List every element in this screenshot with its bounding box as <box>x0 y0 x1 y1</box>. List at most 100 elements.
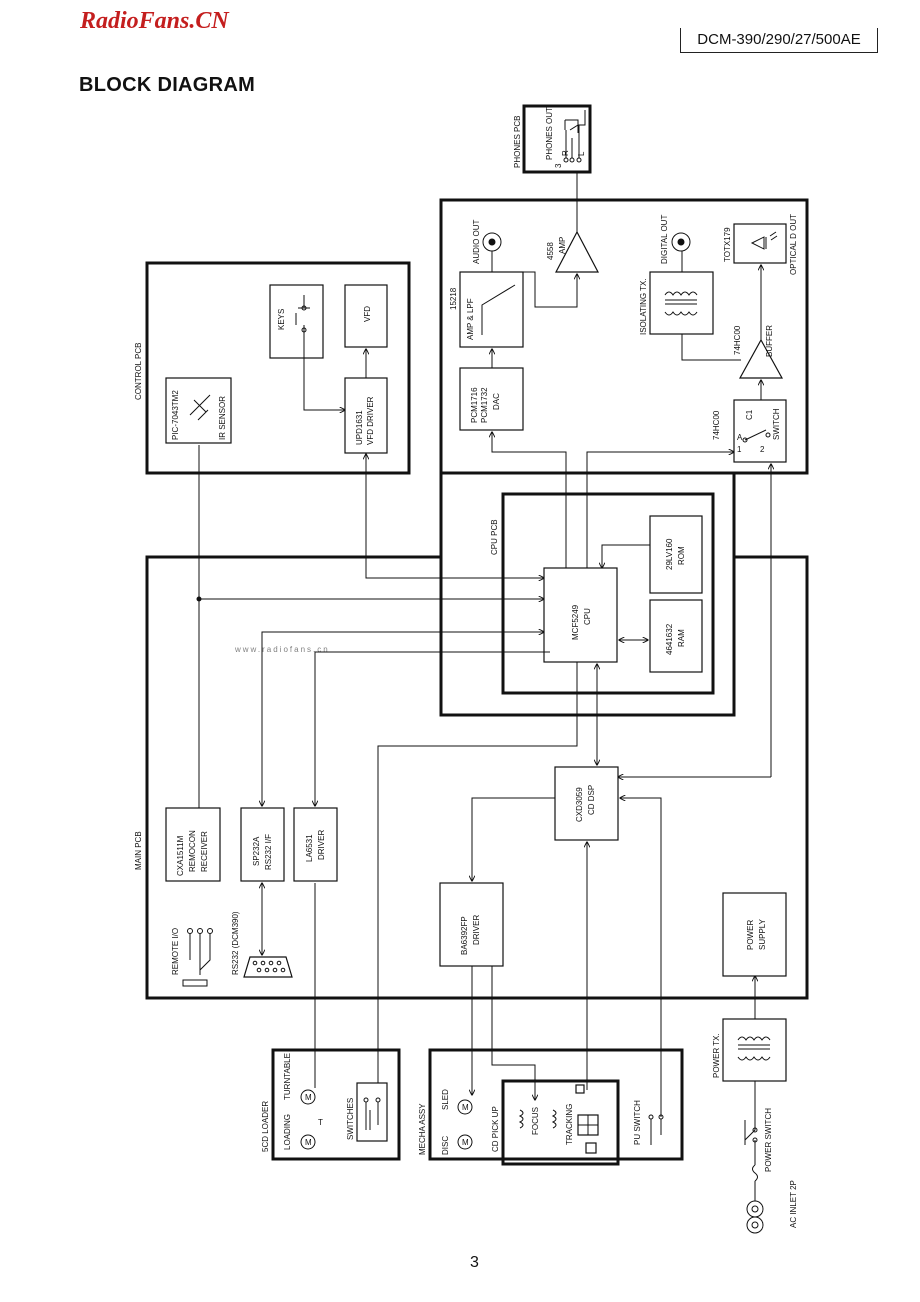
phones-pcb-outline <box>522 104 592 174</box>
cpu-block <box>543 567 618 663</box>
remocon-part: CXA1511M <box>176 835 185 876</box>
pickup-outline <box>501 1079 620 1166</box>
tracking-label: TRACKING <box>565 1104 574 1145</box>
cpu-inner-outline <box>501 492 715 695</box>
site-logo: RadioFans.CN <box>80 8 229 34</box>
loader-outline <box>271 1048 401 1161</box>
loader-switches-icon <box>356 1082 388 1142</box>
switch-c1: C1 <box>745 409 754 420</box>
vfd-block <box>344 284 388 348</box>
rs232-connector-icon <box>243 956 293 978</box>
ba6392-part: BA6392FP <box>460 916 469 955</box>
laser-icon <box>585 1142 597 1154</box>
power-tx-block <box>722 1018 787 1082</box>
turntable-t: T <box>318 1118 323 1127</box>
switch-contact-icon <box>742 429 771 443</box>
led-icon <box>750 231 778 250</box>
remocon-label2: RECEIVER <box>200 831 209 872</box>
switch-pin-a: A <box>737 433 743 442</box>
main-pcb-label: MAIN PCB <box>134 831 143 870</box>
ram-block <box>649 599 703 673</box>
remote-io-jack-icon <box>182 928 213 987</box>
ir-sensor-part: PIC-7043TM2 <box>171 390 180 440</box>
ac-inlet-icon <box>746 1200 764 1234</box>
buffer-part: 74HC00 <box>733 325 742 355</box>
mecha-outline <box>428 1048 684 1161</box>
loading-motor-m: M <box>305 1138 312 1147</box>
switch-part: 74HC00 <box>712 410 721 440</box>
loading-label: LOADING <box>283 1114 292 1150</box>
power-tx-coil-icon <box>737 1036 771 1061</box>
amp4558-triangle <box>555 230 599 273</box>
power-supply-label2: SUPPLY <box>758 918 767 950</box>
phones-out-label: PHONES OUT <box>545 107 554 160</box>
la6531-part: LA6531 <box>305 834 314 862</box>
mecha-label: MECHA ASSY <box>418 1103 427 1155</box>
keys-label: KEYS <box>277 309 286 330</box>
cpu-pcb-label: CPU PCB <box>490 519 499 555</box>
ram-part: 4641632 <box>665 623 674 655</box>
power-switch-label: POWER SWITCH <box>764 1108 773 1172</box>
dac-part2: PCM1732 <box>480 387 489 423</box>
remocon-label1: REMOCON <box>188 830 197 872</box>
sled-label: SLED <box>441 1089 450 1110</box>
rom-part: 29LV160 <box>665 538 674 570</box>
power-supply-label1: POWER <box>746 920 755 950</box>
buffer-triangle <box>738 338 784 379</box>
dac-label: DAC <box>492 393 501 410</box>
signal-lines <box>196 172 771 1201</box>
power-supply-block <box>722 892 787 977</box>
audio-out-label: AUDIO OUT <box>472 219 481 264</box>
phones-jack-icon <box>563 110 586 163</box>
buffer-label: BUFFER <box>765 325 774 357</box>
isolating-tx-label: ISOLATING TX. <box>639 278 648 335</box>
fuse-icon <box>752 1164 758 1182</box>
ir-sensor-block <box>165 377 232 444</box>
switch-pin-1: 1 <box>737 445 742 454</box>
ram-label: RAM <box>677 629 686 647</box>
control-pcb-label: CONTROL PCB <box>134 343 143 401</box>
digital-out-jack-icon <box>671 232 691 252</box>
isolating-tx-block <box>649 271 714 335</box>
vfd-driver-label: VFD DRIVER <box>366 396 375 445</box>
amp4558-part: 4558 <box>546 242 555 260</box>
totx-label: TOTX179 <box>723 227 732 262</box>
switch-pin-2: 2 <box>760 445 765 454</box>
phones-pin3: 3 <box>554 163 563 168</box>
amp-lpf-label: AMP & LPF <box>466 298 475 340</box>
turntable-motor-icon <box>300 1089 316 1105</box>
pickup-top-icon <box>575 1084 585 1094</box>
rs232-block <box>240 807 285 882</box>
isolating-tx-coil-icon <box>664 291 698 316</box>
focus-coil-icon <box>518 1109 524 1129</box>
dac-block <box>459 367 524 431</box>
ir-sensor-icon <box>189 394 211 421</box>
cd-dsp-part: CXD3059 <box>575 787 584 822</box>
cd-dsp-label: CD DSP <box>587 785 596 815</box>
amp-lpf-part: 15218 <box>449 287 458 310</box>
optical-out-label: OPTICAL D OUT <box>789 214 798 275</box>
phones-pin-r: R <box>561 150 570 156</box>
rs232-conn-label: RS232 (DCM390) <box>231 911 240 975</box>
phones-pcb-label: PHONES PCB <box>513 116 522 168</box>
sled-motor-m: M <box>462 1103 469 1112</box>
turntable-label: TURNTABLE <box>283 1053 292 1100</box>
amp-lpf-block <box>459 271 524 348</box>
power-switch-icon <box>744 1120 758 1150</box>
rs232-part: SP232A <box>252 836 261 866</box>
totx-block <box>733 223 787 264</box>
remocon-block <box>165 807 221 882</box>
turntable-motor-m: M <box>305 1093 312 1102</box>
la6531-label: DRIVER <box>317 830 326 860</box>
cd-dsp-block <box>554 766 619 841</box>
cpu-part: MCF5249 <box>571 604 580 640</box>
digital-out-label: DIGITAL OUT <box>660 215 669 264</box>
page-number: 3 <box>470 1254 479 1271</box>
remote-io-label: REMOTE I/O <box>171 928 180 975</box>
sled-motor-icon <box>457 1099 473 1115</box>
switch-label: SWITCH <box>772 408 781 440</box>
cpu-label: CPU <box>583 608 592 625</box>
power-tx-label: POWER TX. <box>712 1033 721 1078</box>
loading-motor-icon <box>300 1134 316 1150</box>
